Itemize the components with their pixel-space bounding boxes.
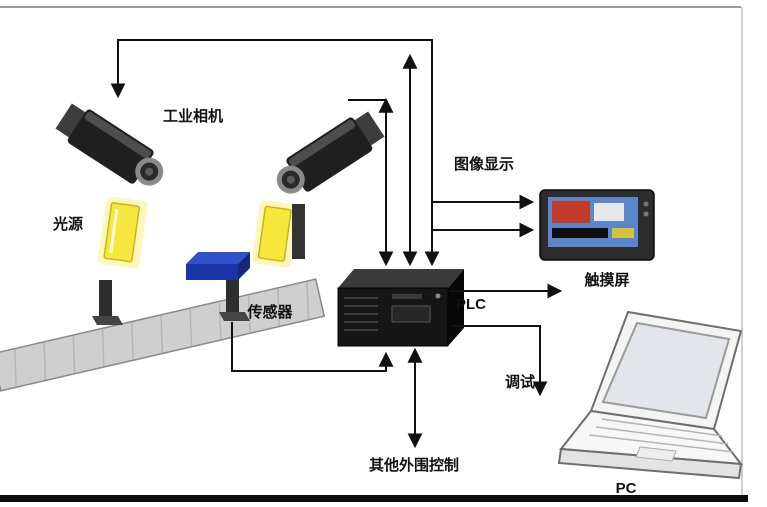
arrow-plc-pc-debug xyxy=(452,325,548,397)
camera-2 xyxy=(276,111,385,194)
label-pc: PC xyxy=(616,480,637,497)
arrow-sensor-plc xyxy=(231,322,394,372)
arrow-camera1-plc xyxy=(110,39,440,267)
conveyor-belt xyxy=(0,278,326,392)
label-touch-screen: 触摸屏 xyxy=(584,271,629,289)
light-bracket xyxy=(292,204,305,259)
label-plc: PLC xyxy=(456,296,486,313)
plc-box xyxy=(337,269,464,347)
label-image-display: 图像显示 xyxy=(454,155,514,173)
sensor-post-2 xyxy=(219,274,250,321)
product-object xyxy=(186,252,250,280)
sensor-post-1 xyxy=(92,280,123,325)
light-source-1 xyxy=(97,196,148,269)
label-industrial-camera: 工业相机 xyxy=(163,107,223,125)
label-sensor: 传感器 xyxy=(246,303,293,321)
laptop-touchpad xyxy=(635,446,677,462)
laptop xyxy=(557,310,744,480)
label-light-source: 光源 xyxy=(52,215,83,233)
touch-screen xyxy=(539,189,655,261)
label-debug: 调试 xyxy=(505,373,535,391)
laptop-screen xyxy=(601,321,731,420)
bottom-border xyxy=(0,495,748,502)
label-other-peripheral: 其他外围控制 xyxy=(369,456,459,474)
camera-1 xyxy=(55,103,164,186)
